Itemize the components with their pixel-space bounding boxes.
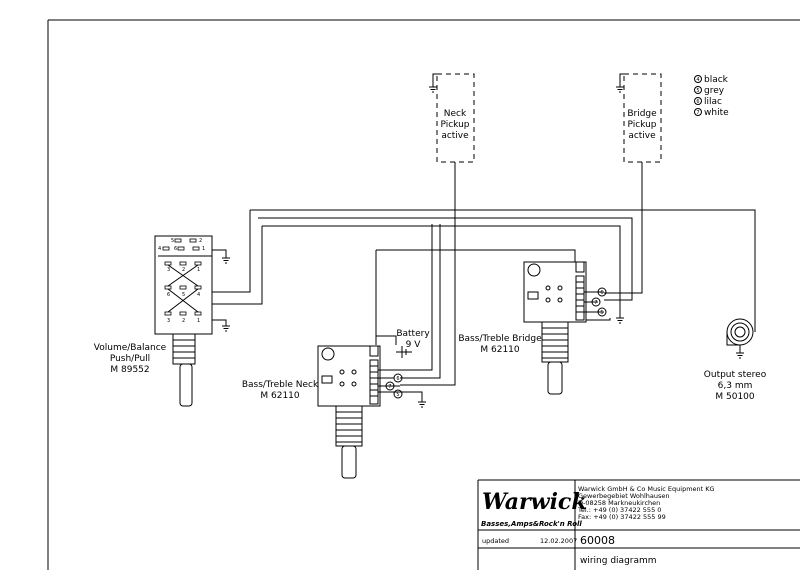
address-line-4: Tel.: +49 (0) 37422 555 0 bbox=[577, 506, 661, 514]
volume-pin-6-cross: 6 bbox=[167, 292, 170, 298]
volume-pin-1-top: 1 bbox=[202, 246, 205, 252]
volume-pin-2-mid: 2 bbox=[182, 267, 185, 273]
neck-pickup-line-3: active bbox=[441, 131, 469, 141]
bridge-pickup-line-2: Pickup bbox=[627, 120, 656, 130]
output-label-3: M 50100 bbox=[715, 392, 755, 402]
neck-pot-terminal-5: 5 bbox=[396, 392, 399, 398]
drawing-number: 60008 bbox=[580, 534, 615, 547]
address-line-5: Fax: +49 (0) 37422 555 99 bbox=[578, 513, 666, 521]
bridge-pot-label-1: Bass/Treble Bridge bbox=[458, 334, 542, 344]
neck-pot-terminal-7: 7 bbox=[388, 384, 391, 390]
address-line-3: D-08258 Markneukirchen bbox=[578, 499, 660, 507]
volume-pin-2-top: 2 bbox=[199, 238, 202, 244]
output-jack bbox=[726, 318, 754, 346]
neck-pot-label-1: Bass/Treble Neck bbox=[242, 380, 319, 390]
neck-pickup-ground-symbol bbox=[429, 73, 437, 93]
ground-symbol-bridge bbox=[616, 317, 624, 324]
wires bbox=[212, 162, 756, 402]
neck-pot-label-2: M 62110 bbox=[260, 391, 300, 401]
bridge-pickup-line-3: active bbox=[628, 131, 656, 141]
volume-pot-label-1: Volume/Balance bbox=[94, 343, 167, 353]
neck-pickup: Neck Pickup active bbox=[436, 73, 475, 163]
volume-pin-5: 5 bbox=[171, 238, 174, 244]
bridge-pot: 6 7 5 bbox=[523, 261, 607, 395]
battery-label-1: Battery bbox=[396, 329, 430, 339]
battery-symbol bbox=[401, 346, 407, 358]
volume-pin-5-cross: 5 bbox=[182, 292, 185, 298]
updated-label: updated bbox=[482, 537, 509, 545]
volume-pin-6: 6 bbox=[174, 246, 177, 252]
bridge-pot-terminal-6: 6 bbox=[600, 290, 603, 296]
key-label-1: black bbox=[704, 75, 729, 85]
volume-pin-3-mid: 3 bbox=[167, 267, 170, 273]
key-label-3: lilac bbox=[704, 97, 722, 107]
volume-pin-1-mid: 1 bbox=[197, 267, 200, 273]
bridge-pickup-line-1: Bridge bbox=[627, 109, 657, 119]
bridge-pickup-ground-symbol bbox=[616, 73, 624, 93]
address-line-1: Warwick GmbH & Co Music Equipment KG bbox=[578, 485, 715, 493]
volume-pin-4-cross: 4 bbox=[197, 292, 200, 298]
volume-pot-label-3: M 89552 bbox=[110, 365, 149, 375]
battery-label-2: 9 V bbox=[406, 340, 422, 350]
ground-symbol-volume-bottom bbox=[222, 325, 230, 332]
volume-pin-1-bottom: 1 bbox=[197, 318, 200, 324]
neck-pot-terminal-6: 6 bbox=[396, 376, 399, 382]
ground-symbol-neck bbox=[418, 401, 426, 408]
key-label-2: grey bbox=[704, 86, 725, 96]
volume-pot: 5 2 4 6 1 3 2 1 6 5 4 3 2 1 bbox=[154, 235, 213, 407]
output-label-1: Output stereo bbox=[704, 370, 767, 380]
bridge-pot-label-2: M 62110 bbox=[480, 345, 520, 355]
volume-pin-3-bottom: 3 bbox=[167, 318, 170, 324]
bridge-pot-terminal-7: 7 bbox=[594, 300, 597, 306]
address-line-2: Gewerbegebiet Wohlhausen bbox=[578, 492, 670, 500]
brand-slogan: Basses,Amps&Rock'n Roll bbox=[481, 520, 582, 528]
bridge-pot-terminal-5: 5 bbox=[600, 310, 603, 316]
volume-pot-label-2: Push/Pull bbox=[110, 354, 150, 364]
output-label-2: 6,3 mm bbox=[718, 381, 753, 391]
neck-pickup-line-2: Pickup bbox=[440, 120, 469, 130]
key-num-3: 6 bbox=[696, 99, 699, 105]
volume-pin-2-bottom: 2 bbox=[182, 318, 185, 324]
key-num-4: 7 bbox=[696, 110, 699, 116]
neck-pickup-line-1: Neck bbox=[444, 109, 467, 119]
volume-pin-4: 4 bbox=[158, 246, 161, 252]
brand-logo: Warwick bbox=[482, 489, 587, 515]
ground-symbol-output bbox=[736, 345, 744, 359]
key-num-2: 5 bbox=[696, 88, 699, 94]
drawing-title: wiring diagramm bbox=[580, 556, 657, 566]
updated-date: 12.02.2007 bbox=[540, 537, 577, 545]
ground-symbol-volume-top bbox=[222, 257, 230, 264]
key-label-4: white bbox=[704, 108, 729, 118]
color-key: 4 black 5 grey 6 lilac 7 white bbox=[694, 75, 729, 118]
title-block: Warwick Basses,Amps&Rock'n Roll Warwick … bbox=[477, 479, 800, 570]
neck-pot: 6 7 5 bbox=[317, 345, 403, 479]
key-num-1: 4 bbox=[696, 77, 699, 83]
bridge-pickup: Bridge Pickup active bbox=[623, 73, 662, 163]
